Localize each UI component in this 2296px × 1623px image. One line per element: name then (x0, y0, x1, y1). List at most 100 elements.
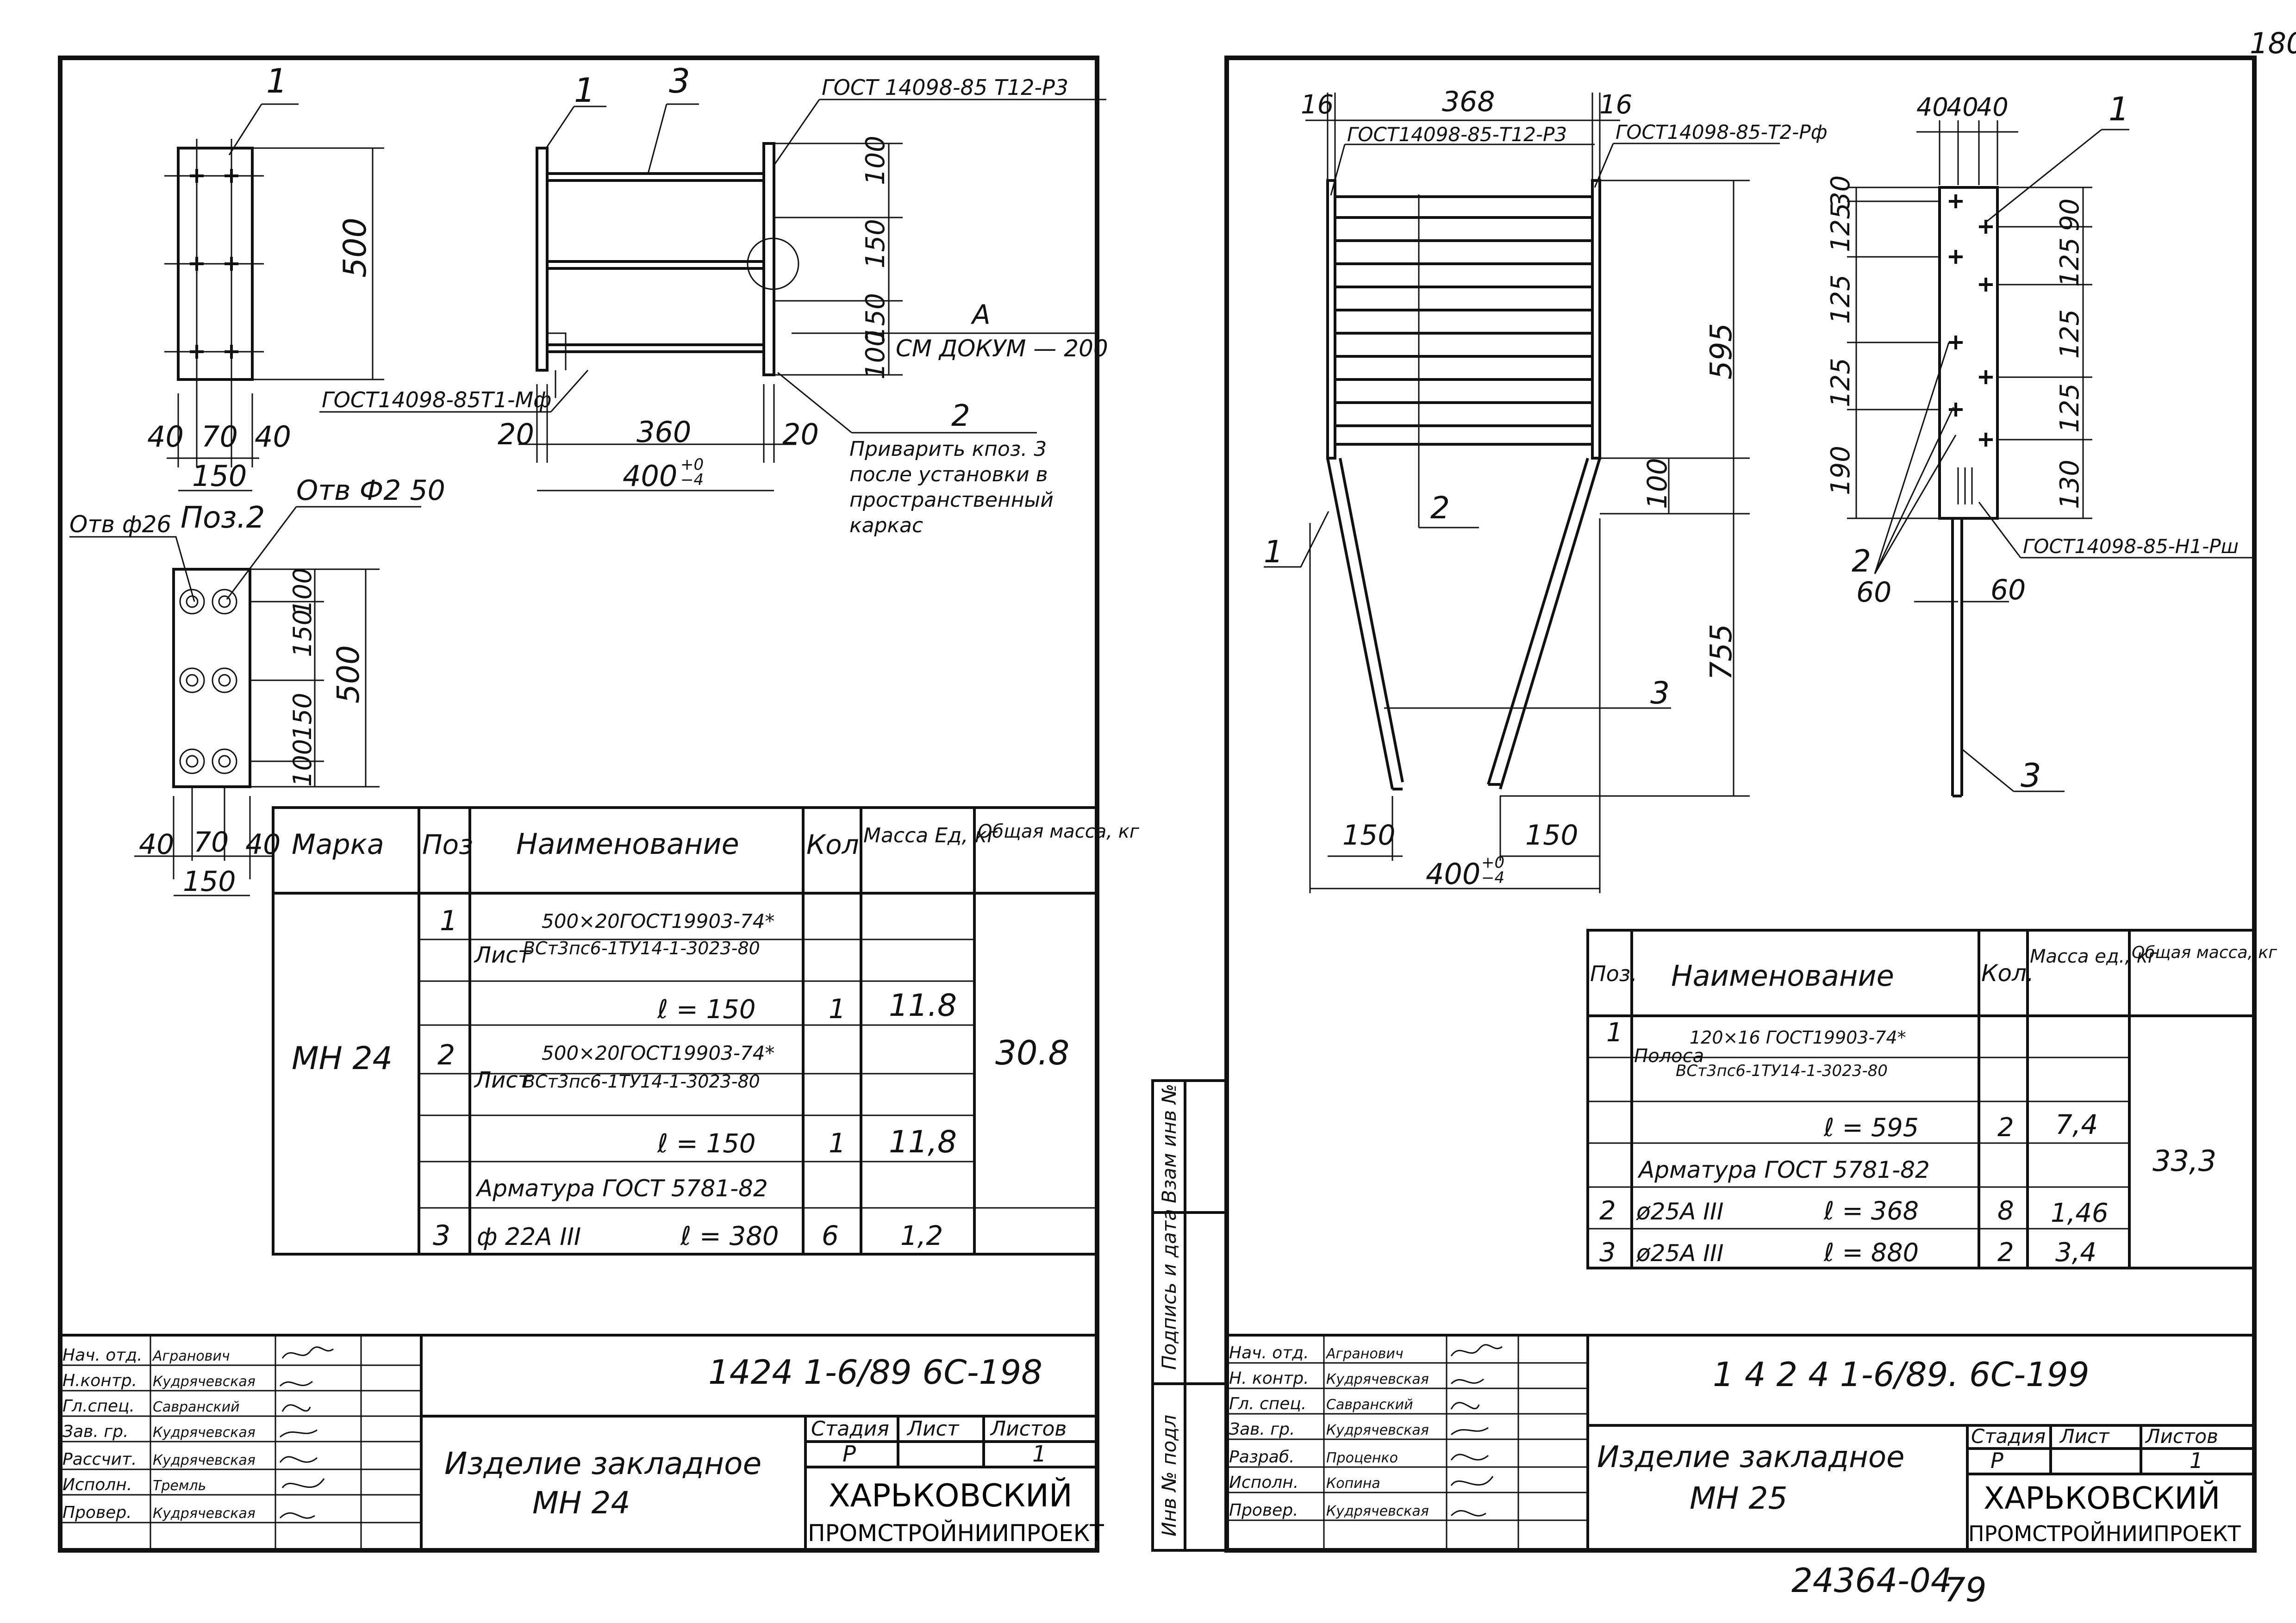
plan-dim-500: 500 (337, 218, 374, 278)
rrow5-mass: 3,4 (2055, 1237, 2096, 1268)
rrow4-len: ℓ = 368 (1823, 1196, 1919, 1225)
tb-role-4: Рассчит. (62, 1450, 137, 1469)
tb-role-3: Зав. гр. (62, 1422, 128, 1441)
tb-name-3: Кудрячевская (153, 1424, 256, 1441)
re-tol-bot: −4 (1481, 869, 1504, 887)
tb-role-0: Нач. отд. (62, 1346, 143, 1365)
tb-name-0: Агранович (152, 1348, 230, 1364)
rrow2-len: ℓ = 595 (1823, 1113, 1919, 1142)
tb-name-2: Савранский (153, 1399, 240, 1415)
rtb-org2: ПРОМСТРОЙНИИПРОЕКТ (1968, 1521, 2241, 1546)
re-dim-150b: 150 (1525, 819, 1578, 852)
pos2-dim-r2: 150 (288, 609, 317, 657)
rspec-h-mass: Масса ед., кг (2030, 946, 2158, 967)
elev-label-1: 1 (574, 71, 595, 110)
right-sheet-frame (1224, 56, 2257, 1553)
spec-h-total: Общая масса, кг (978, 821, 1140, 842)
rtb-sheet-h: Лист (2059, 1425, 2110, 1448)
row6-mass: 1,2 (900, 1220, 943, 1251)
rtb-role-2: Гл. спец. (1229, 1394, 1306, 1413)
rs-dim-l2: 125 (1826, 203, 1856, 252)
row6-len: ℓ = 380 (680, 1221, 779, 1251)
elev-dim-r2: 150 (861, 219, 891, 268)
right-elevation-view: 16 368 16 ГОСТ14098-85-Т12-Р3 ГОСТ14098-… (1264, 86, 1828, 893)
tb-product: Изделие закладное (444, 1446, 761, 1481)
rs-dim-r1: 90 (2055, 199, 2085, 231)
elev-view-a: А (970, 299, 991, 330)
pos2-dim-r4: 100 (288, 739, 317, 787)
row3-name-bot: ВСт3пс6-1ТУ14-1-3023-80 (523, 1071, 760, 1092)
pos2-hole26: Отв ф26 (69, 511, 171, 538)
rtb-product: Изделие закладное (1597, 1440, 1904, 1474)
rtb-name-6: Кудрячевская (1326, 1503, 1429, 1519)
elev-dim-20b: 20 (782, 417, 819, 451)
rtb-signatures (1450, 1344, 1503, 1517)
rs-dim-60a: 60 (1856, 576, 1891, 609)
rtb-mark: МН 25 (1690, 1480, 1788, 1516)
row2-len: ℓ = 150 (657, 995, 756, 1025)
left-spec-table: Марка Поз Наименование Кол Масса Ед, кг … (272, 806, 1140, 1256)
tb-stage-h: Стадия (811, 1417, 889, 1441)
detail-a-circle (747, 237, 799, 290)
stamp-replace: Взам инв № (1158, 1084, 1180, 1203)
rs-dim-t3: 40 (1977, 93, 2009, 122)
rs-dim-l4: 125 (1826, 358, 1856, 407)
elev-dim-360: 360 (636, 415, 691, 449)
plan-dim-150: 150 (192, 459, 247, 493)
rspec-h-pos: Поз. (1590, 961, 1637, 986)
rrow1-pos: 1 (1606, 1018, 1623, 1048)
right-spec-table: Поз. Наименование Кол. Масса ед., кг Общ… (1586, 929, 2277, 1269)
re-tol-top: +0 (1481, 853, 1504, 872)
spec-total-mass: 30.8 (995, 1033, 1069, 1072)
rrow3-name: Арматура ГОСТ 5781-82 (1637, 1157, 1930, 1183)
rspec-h-name: Наименование (1671, 959, 1894, 993)
tb-role-5: Исполн. (62, 1475, 132, 1494)
left-plan-view: 1 500 40 70 40 150 Поз.2 (147, 62, 384, 535)
rrow5-len: ℓ = 880 (1823, 1238, 1919, 1267)
tb-name-5: Тремль (153, 1478, 206, 1494)
pos2-dim-r3: 150 (288, 693, 317, 740)
tb-name-1: Кудрячевская (153, 1374, 256, 1390)
row6-qty: 6 (822, 1220, 839, 1251)
re-dim-16b: 16 (1599, 90, 1632, 120)
right-side-view: 40 40 40 1 30 125 125 125 190 90 125 125… (1826, 90, 2252, 797)
pos2-dim-40b: 40 (245, 828, 281, 861)
rrow4-mass: 1,46 (2051, 1198, 2109, 1228)
stamp-inv: Инв № подл (1158, 1415, 1180, 1536)
rs-label-1: 1 (2109, 90, 2129, 128)
spec-h-name: Наименование (516, 827, 739, 861)
elev-see-doc: СМ ДОКУМ — 200 (896, 335, 1108, 362)
elev-dim-400: 400 (623, 459, 677, 493)
elev-label-2: 2 (951, 399, 970, 433)
stamp-sign: Подпись и дата (1158, 1209, 1180, 1370)
tb-mark: МН 24 (532, 1485, 630, 1521)
pos2-dim-70: 70 (193, 826, 229, 858)
rs-dim-r3: 125 (2055, 309, 2085, 359)
pos2-plate (172, 568, 251, 788)
rtb-org1: ХАРЬКОВСКИЙ (1984, 1480, 2220, 1516)
rrow2-qty: 2 (1997, 1113, 2014, 1143)
rrow1-name-prefix: Полоса (1634, 1045, 1704, 1067)
rtb-name-1: Кудрячевская (1326, 1371, 1429, 1387)
rrow4-name: ø25А III (1636, 1198, 1724, 1225)
spec-mark: МН 24 (292, 1040, 393, 1077)
elev-plate-left (536, 147, 549, 372)
elev-gost-left: ГОСТ14098-85Т1-Мф (322, 387, 552, 412)
pos2-dim-500: 500 (331, 645, 366, 703)
rrow4-qty: 8 (1997, 1196, 2014, 1226)
elev-tol-top: +0 (680, 455, 704, 474)
rtb-name-3: Кудрячевская (1326, 1422, 1429, 1438)
row4-mass: 11,8 (889, 1124, 957, 1160)
left-elevation-view: 1 3 ГОСТ 14098-85 Т12-Р3 100 150 150 100… (319, 62, 1108, 537)
pos2-dim-150: 150 (183, 865, 236, 898)
elev-dim-r1: 100 (861, 136, 891, 185)
row3-name-top: 500×20ГОСТ19903-74* (542, 1042, 774, 1064)
tb-doc-code: 1424 1-6/89 6С-198 (708, 1353, 1042, 1392)
row4-qty: 1 (829, 1127, 846, 1159)
pos2-dim-r1: 100 (288, 568, 317, 616)
bottom-page: 79 (1944, 1570, 1987, 1609)
row2-qty: 1 (829, 993, 846, 1025)
rtb-name-2: Савранский (1326, 1397, 1413, 1413)
re-label-3: 3 (1650, 675, 1670, 711)
re-dim-150a: 150 (1342, 819, 1396, 852)
